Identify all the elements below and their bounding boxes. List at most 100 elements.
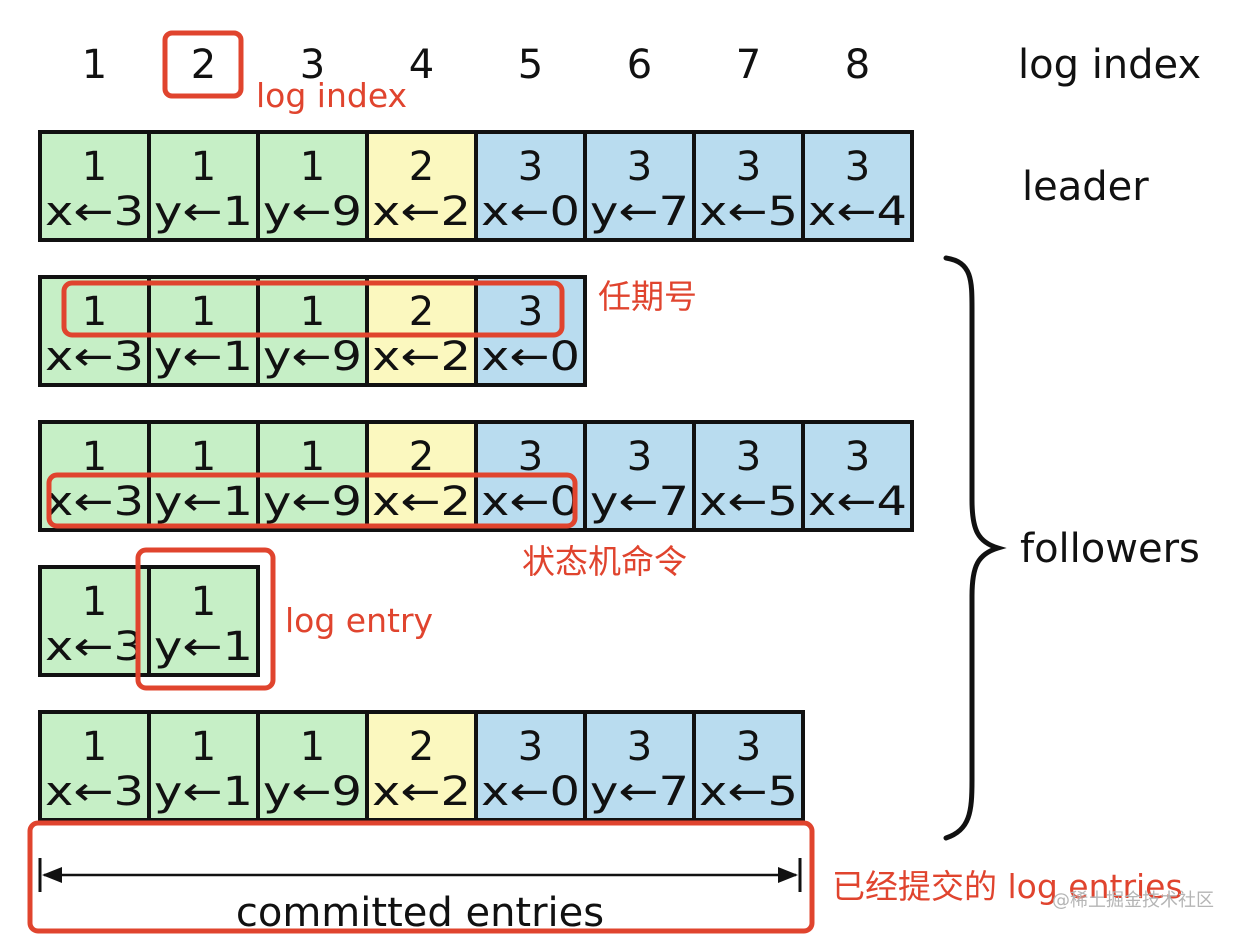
entry-term: 1 <box>191 724 216 770</box>
followers-label: followers <box>1020 526 1200 572</box>
log-entry-cell <box>256 710 369 822</box>
entry-command: y←1 <box>154 479 253 525</box>
committed-entries-label: committed entries <box>236 890 604 936</box>
log-entry: 1y←9 <box>256 710 369 822</box>
entry-command: y←7 <box>590 769 689 815</box>
log-entry: 3y←7 <box>583 710 696 822</box>
entry-term: 1 <box>82 289 107 335</box>
entry-command: y←9 <box>263 189 362 235</box>
log-index-label: log index <box>1018 42 1201 88</box>
log-index-number: 2 <box>191 42 216 88</box>
followers-brace <box>943 255 1007 841</box>
log-entry: 2x←2 <box>365 710 478 822</box>
entry-command: x←5 <box>699 769 798 815</box>
entry-command: x←3 <box>45 334 144 380</box>
log-entry: 1y←9 <box>256 275 369 387</box>
entry-command: x←2 <box>372 769 471 815</box>
entry-term: 1 <box>82 434 107 480</box>
entry-term: 3 <box>845 144 870 190</box>
entry-term: 3 <box>627 144 652 190</box>
log-entry-cell <box>692 710 805 822</box>
log-index-number: 7 <box>736 42 761 88</box>
log-entry-cell <box>801 420 914 532</box>
entry-command: x←3 <box>45 479 144 525</box>
entry-command: x←2 <box>372 189 471 235</box>
log-index-number: 4 <box>409 42 434 88</box>
term-annotation: 任期号 <box>598 277 697 316</box>
log-index-number: 8 <box>845 42 870 88</box>
follower-log-row: 1x←31y←11y←92x←23x←0 <box>38 275 587 387</box>
entry-command: y←1 <box>154 769 253 815</box>
log-entry: 1y←1 <box>147 130 260 242</box>
entry-command: y←9 <box>263 479 362 525</box>
log-entry: 1y←9 <box>256 130 369 242</box>
log-entry-annotation: log entry <box>285 601 433 640</box>
entry-command: x←4 <box>808 189 907 235</box>
entry-term: 2 <box>409 434 434 480</box>
entry-term: 3 <box>627 434 652 480</box>
log-entry: 1y←1 <box>147 710 260 822</box>
log-entry-cell <box>365 130 478 242</box>
log-entry: 3x←0 <box>474 275 587 387</box>
leader-label: leader <box>1022 164 1149 210</box>
annotation-boxes <box>27 30 815 934</box>
committed-highlight-box <box>27 820 815 934</box>
leader-log-row: 1x←31y←11y←92x←23x←03y←73x←53x←4 <box>38 130 914 242</box>
log-index-annotation: log index <box>256 76 407 115</box>
term-highlight-box <box>61 280 565 338</box>
entry-term: 3 <box>736 434 761 480</box>
entry-term: 1 <box>191 289 216 335</box>
log-entry: 3x←4 <box>801 420 914 532</box>
follower-log-row: 1x←31y←1 <box>38 565 260 677</box>
log-entry: 2x←2 <box>365 130 478 242</box>
log-entry-highlight-box <box>135 547 276 691</box>
entry-term: 3 <box>736 724 761 770</box>
log-entry-cell <box>38 275 151 387</box>
log-entry-cell <box>38 710 151 822</box>
committed-range <box>38 858 802 892</box>
entry-command: y←7 <box>590 479 689 525</box>
entry-command: y←1 <box>154 189 253 235</box>
entry-term: 1 <box>300 289 325 335</box>
entry-command: x←0 <box>481 479 580 525</box>
entry-term: 2 <box>409 289 434 335</box>
entry-command: x←5 <box>699 189 798 235</box>
entry-term: 1 <box>82 724 107 770</box>
log-entry-cell <box>147 565 260 677</box>
log-entry: 1x←3 <box>38 710 151 822</box>
log-entry: 3y←7 <box>583 130 696 242</box>
log-entry: 3y←7 <box>583 420 696 532</box>
entry-term: 1 <box>191 434 216 480</box>
log-index-number: 3 <box>300 42 325 88</box>
log-entry-cell <box>583 420 696 532</box>
entry-term: 3 <box>736 144 761 190</box>
entry-term: 1 <box>191 579 216 625</box>
log-entry-cell <box>256 275 369 387</box>
log-entry: 1y←1 <box>147 565 260 677</box>
log-entry-cell <box>147 710 260 822</box>
entry-term: 3 <box>518 724 543 770</box>
entry-term: 2 <box>409 144 434 190</box>
log-entry-cell <box>474 130 587 242</box>
command-annotation: 状态机命令 <box>522 542 687 581</box>
entry-term: 3 <box>518 289 543 335</box>
log-entry: 1x←3 <box>38 130 151 242</box>
log-entry-cell <box>365 275 478 387</box>
entry-command: x←2 <box>372 479 471 525</box>
entry-term: 1 <box>82 144 107 190</box>
log-entry: 1x←3 <box>38 275 151 387</box>
log-entry-cell <box>474 275 587 387</box>
log-entry-cell <box>583 710 696 822</box>
entry-command: y←1 <box>154 334 253 380</box>
log-entry-cell <box>801 130 914 242</box>
log-entry-cell <box>365 710 478 822</box>
log-entry-cell <box>474 710 587 822</box>
entry-command: y←1 <box>154 624 253 670</box>
log-entry: 3x←5 <box>692 710 805 822</box>
log-index-number: 6 <box>627 42 652 88</box>
follower-log-row: 1x←31y←11y←92x←23x←03y←73x←5 <box>38 710 805 822</box>
entry-term: 1 <box>300 434 325 480</box>
log-entry-cell <box>256 130 369 242</box>
log-entry-cell <box>38 130 151 242</box>
